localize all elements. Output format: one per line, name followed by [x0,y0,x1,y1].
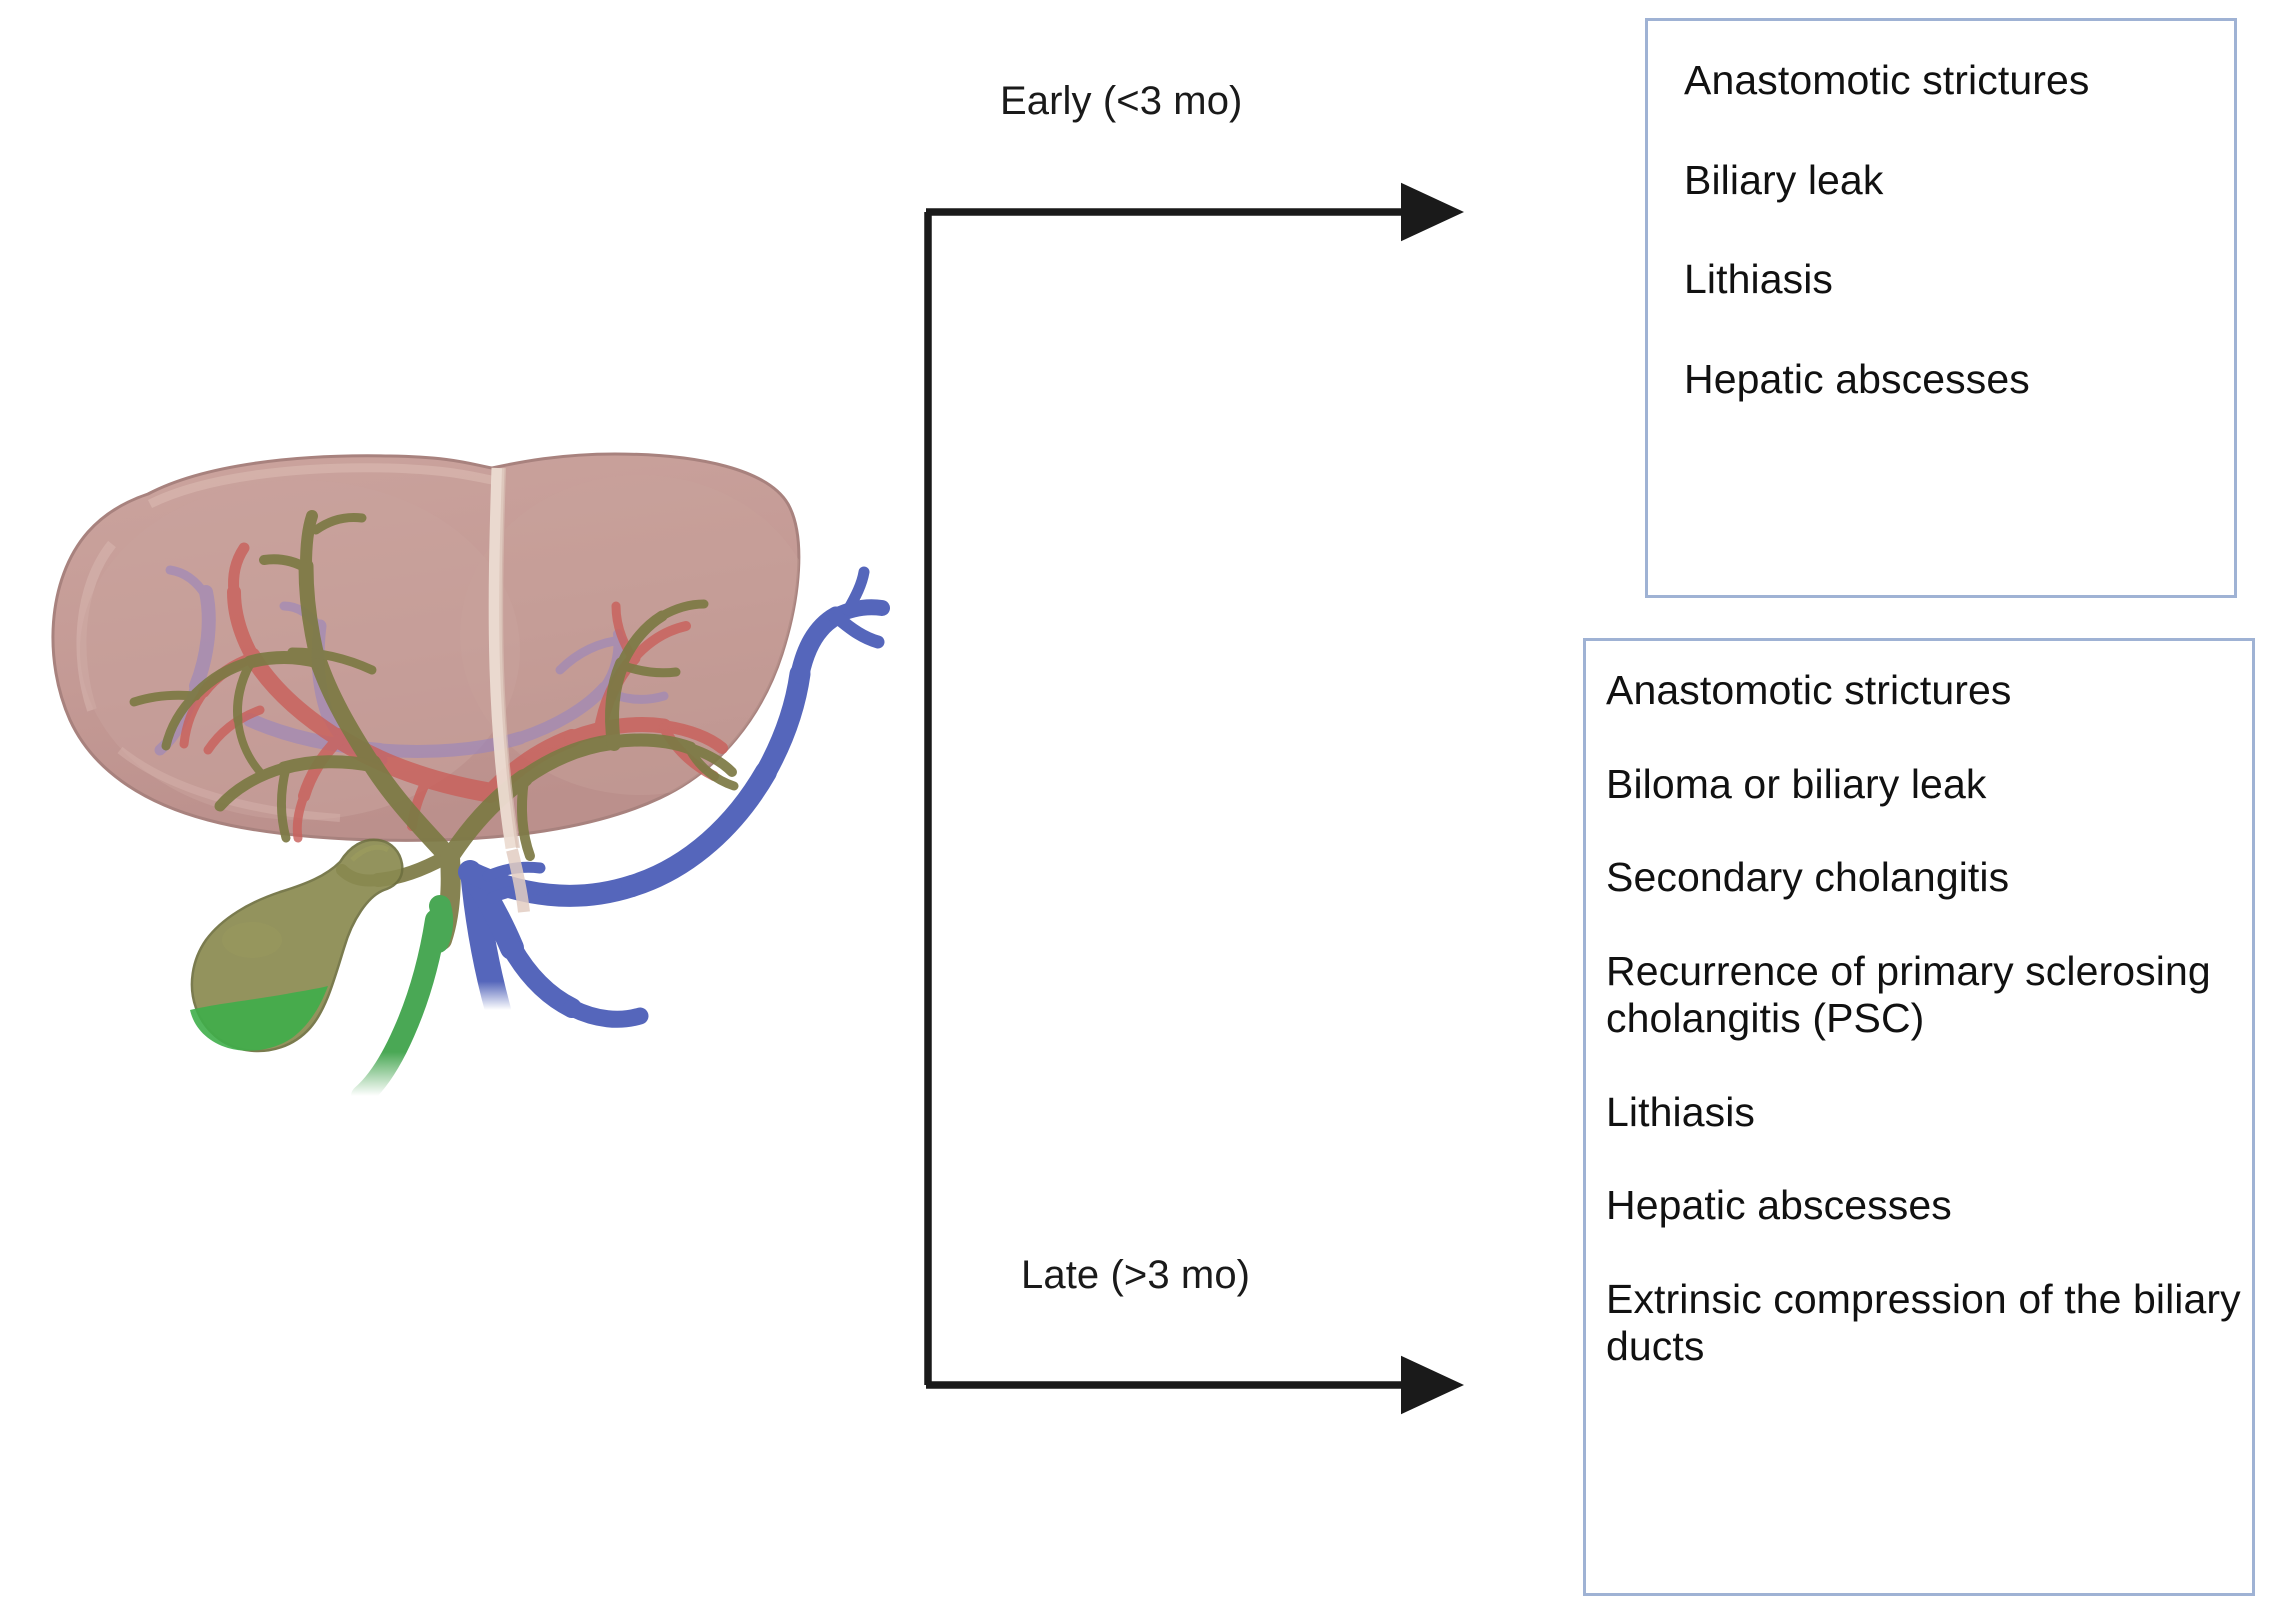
early-complications-box: Anastomotic strictures Biliary leak Lith… [1645,18,2237,598]
late-complications-list: Anastomotic strictures Biloma or biliary… [1586,667,2252,1371]
late-complications-box: Anastomotic strictures Biloma or biliary… [1583,638,2255,1596]
list-item: Secondary cholangitis [1606,854,2010,901]
timeline-branch-connector [924,182,1464,1415]
list-item: Lithiasis [1684,256,1834,303]
list-item: Lithiasis [1606,1088,1756,1135]
list-item: Biliary leak [1684,156,1884,203]
list-item: Biloma or biliary leak [1606,760,1987,807]
list-item: Hepatic abscesses [1684,355,2030,402]
list-item: Hepatic abscesses [1606,1182,1952,1229]
liver-biliary-anatomy-illustration [51,452,890,1100]
arrow-label-late: Late (>3 mo) [1021,1253,1251,1297]
common-bile-duct [351,895,454,1100]
portal-venous-system [458,566,890,1028]
list-item: Extrinsic compression of the biliary duc… [1606,1275,2241,1370]
gallbladder [190,838,404,1053]
list-item: Recurrence of primary sclerosing cholang… [1606,947,2211,1042]
list-item: Anastomotic strictures [1684,57,2090,103]
falciform-ligament [488,467,530,913]
arrow-label-early: Early (<3 mo) [1000,79,1243,123]
list-item: Anastomotic strictures [1606,667,2012,713]
early-complications-list: Anastomotic strictures Biliary leak Lith… [1648,57,2234,403]
